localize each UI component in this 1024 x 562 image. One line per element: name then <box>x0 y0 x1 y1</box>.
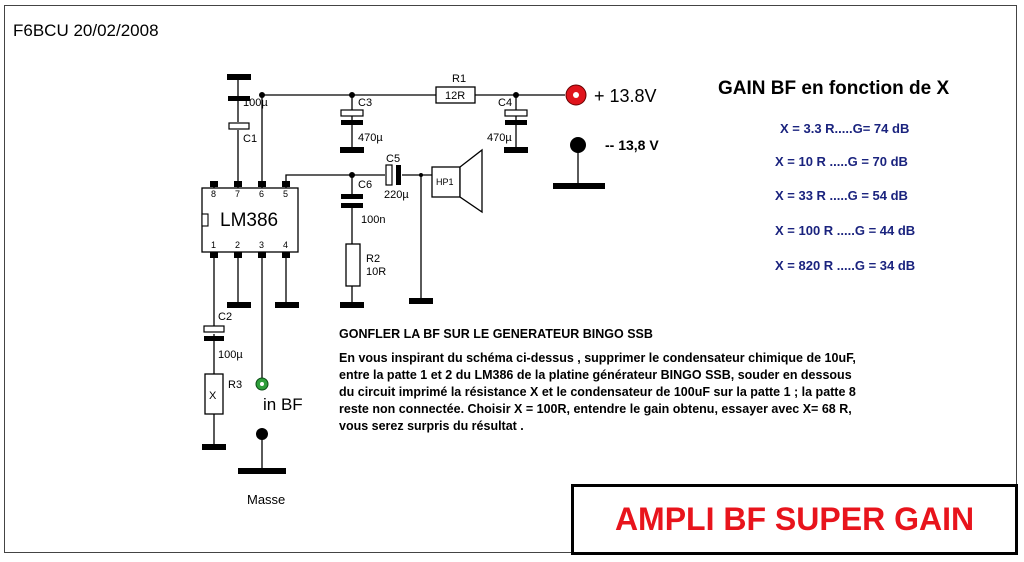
c6-value: 100n <box>361 214 385 226</box>
c1-value: 100µ <box>243 97 268 109</box>
pin-8-label: 8 <box>211 189 216 199</box>
r1-name: R1 <box>452 73 466 85</box>
pin-3-label: 3 <box>259 240 264 250</box>
c5-name: C5 <box>386 153 400 165</box>
gain-row: X = 10 R .....G = 70 dB <box>775 154 908 169</box>
banner-title: AMPLI BF SUPER GAIN <box>614 501 975 537</box>
note-line: vous serez surpris du résultat . <box>339 419 524 433</box>
ground-bar-hp <box>409 298 433 304</box>
ground-bar-c3 <box>340 147 364 153</box>
gain-row: X = 820 R .....G = 34 dB <box>775 258 916 273</box>
c4-value: 470µ <box>487 132 512 144</box>
c6-name: C6 <box>358 179 372 191</box>
capacitor-c5 <box>385 164 401 186</box>
terminal-minus-13v8 <box>570 137 586 153</box>
r1-value: 12R <box>445 90 465 102</box>
speaker-hp1 <box>431 148 483 214</box>
ground-bar-minus <box>553 183 605 189</box>
supply-plus-label: + 13.8V <box>594 86 657 106</box>
pin-2-label: 2 <box>235 240 240 250</box>
capacitor-c6 <box>341 194 363 208</box>
c2-name: C2 <box>218 311 232 323</box>
gain-row: X = 3.3 R.....G= 74 dB <box>780 121 910 136</box>
terminal-input-bf <box>255 377 269 391</box>
gain-row: X = 100 R .....G = 44 dB <box>775 223 916 238</box>
ground-bar-r2 <box>340 302 364 308</box>
gain-table-title: GAIN BF en fonction de X <box>718 78 950 99</box>
ground-bar-c4 <box>504 147 528 153</box>
ground-bar-pin2 <box>227 302 251 308</box>
pin-6-label: 6 <box>259 189 264 199</box>
c3-value: 470µ <box>358 132 383 144</box>
resistor-r3 <box>204 373 224 415</box>
r2-value: 10R <box>366 266 386 278</box>
c5-value: 220µ <box>384 189 409 201</box>
pin-5-label: 5 <box>283 189 288 199</box>
supply-minus-label: -- 13,8 V <box>605 137 659 153</box>
ground-bar-c1-top <box>227 74 251 80</box>
pin-1-label: 1 <box>211 240 216 250</box>
terminal-plus-13v8 <box>565 84 587 106</box>
ic-lm386: LM386 8 7 6 5 1 2 3 4 <box>201 181 299 258</box>
title-banner: AMPLI BF SUPER GAIN <box>571 484 1018 555</box>
note-line: En vous inspirant du schéma ci-dessus , … <box>339 351 856 365</box>
resistor-r2 <box>345 243 361 287</box>
capacitor-c1 <box>228 96 250 130</box>
r3-value: X <box>209 390 217 402</box>
gain-row: X = 33 R .....G = 54 dB <box>775 188 908 203</box>
c2-value: 100µ <box>218 349 243 361</box>
hp1-name: HP1 <box>436 177 454 187</box>
pin-4-label: 4 <box>283 240 288 250</box>
terminal-masse <box>256 428 268 440</box>
capacitor-c2 <box>203 325 225 341</box>
c3-name: C3 <box>358 97 372 109</box>
ground-bar-masse <box>238 468 286 474</box>
capacitor-c3 <box>340 109 364 125</box>
c4-name: C4 <box>498 97 512 109</box>
header-callsign-date: F6BCU 20/02/2008 <box>13 21 159 40</box>
schematic: LM386 8 7 6 5 1 2 3 4 100µ C1 <box>201 73 659 507</box>
ground-bar-r3 <box>202 444 226 450</box>
c1-name: C1 <box>243 133 257 145</box>
pin-7-label: 7 <box>235 189 240 199</box>
capacitor-c4 <box>504 109 528 125</box>
border-frame <box>4 5 1017 553</box>
ground-bar-pin4 <box>275 302 299 308</box>
note-line: reste non connectée. Choisir X = 100R, e… <box>339 402 852 416</box>
r3-name: R3 <box>228 379 242 391</box>
masse-label: Masse <box>247 492 285 507</box>
ic-label: LM386 <box>220 210 278 231</box>
note-body: En vous inspirant du schéma ci-dessus , … <box>339 350 999 435</box>
note-title: GONFLER LA BF SUR LE GENERATEUR BINGO SS… <box>339 327 653 341</box>
r2-name: R2 <box>366 253 380 265</box>
note-line: du circuit imprimé la résistance X et le… <box>339 385 856 399</box>
input-bf-label: in BF <box>263 395 303 414</box>
note-line: entre la patte 1 et 2 du LM386 de la pla… <box>339 368 852 382</box>
resistor-r1 <box>435 86 476 104</box>
